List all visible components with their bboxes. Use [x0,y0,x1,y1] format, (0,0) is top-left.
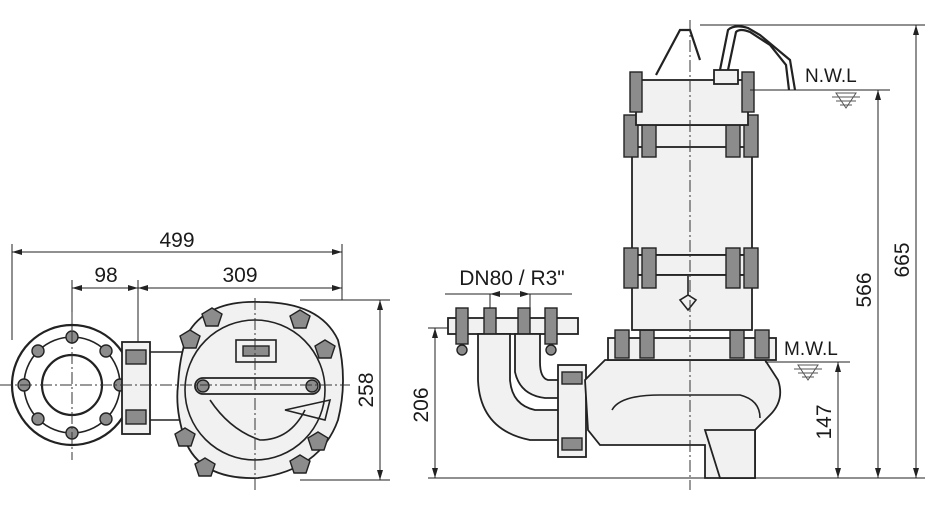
dim-label-206: 206 [410,387,433,422]
coupling-plan [121,339,196,435]
dimension-overall-width: 499 [11,229,343,340]
dim-label-309: 309 [222,264,257,287]
mwl-label: M.W.L [784,339,838,360]
plan-view: 499 98 309 258 [0,229,390,490]
top-cover [629,25,797,126]
motor-bolts [623,114,759,289]
motor-body [623,114,759,331]
pump-housing [584,329,782,479]
normal-water-level: N.W.L [750,66,890,109]
dim-label-98: 98 [94,264,117,287]
dimension-nwl-height: 566 [853,90,881,478]
dim-label-665: 665 [891,242,914,277]
body-bolts [174,307,336,477]
dim-label-499: 499 [159,229,194,252]
dim-label-258: 258 [355,372,378,407]
dimension-offsets: 98 309 [71,264,342,345]
dimension-total-height: 665 [700,24,925,478]
dimension-outlet-height: 206 [410,327,720,479]
dim-label-147: 147 [813,404,836,439]
dimension-plan-depth: 258 [300,299,390,481]
dim-label-566: 566 [853,272,876,307]
side-view: DN80 / R3" 206 [410,20,925,490]
minimum-water-level: M.W.L [765,339,850,381]
dimension-mwl-height: 147 [720,362,925,479]
pump-body-plan [174,301,344,479]
nwl-label: N.W.L [805,66,857,87]
outlet-size-label: DN80 / R3" [459,267,565,290]
discharge-pipe [447,307,587,458]
